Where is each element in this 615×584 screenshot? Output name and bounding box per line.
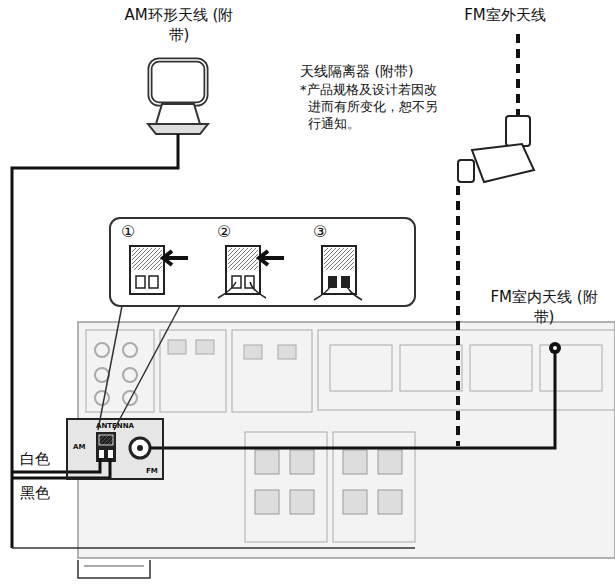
wire-color: 白色 (20, 450, 64, 470)
terminal-heading: ANTENNA (68, 423, 162, 431)
fm-outdoor-cable-lower (456, 186, 460, 446)
panel-base-line (12, 547, 415, 549)
antenna-name: FM室内天线 (附带) (488, 288, 600, 327)
note: *产品规格及设计若因改进而有所变化，恕不另行通知。 (300, 82, 448, 133)
callout-number: ③ (313, 222, 335, 243)
wire-color: 黑色 (20, 484, 64, 504)
am-cable (12, 134, 178, 548)
fm-indoor-antenna-wire (150, 352, 555, 448)
receiver-foot (78, 560, 150, 578)
antenna-terminal-box: ANTENNA AM FM (66, 418, 164, 480)
antenna-name: FM室外天线 (440, 6, 570, 26)
fm-indoor-antenna-tip (549, 342, 561, 354)
terminal-name: AM (73, 444, 85, 452)
fm-outdoor-cable (516, 34, 520, 116)
inset-callout (98, 218, 415, 430)
antenna-isolator (458, 116, 534, 182)
terminal-name: FM (146, 468, 158, 476)
antenna-name: AM环形天线 (附带) (118, 6, 240, 45)
callout-number: ② (217, 222, 239, 243)
part-name: 天线隔离器 (附带) (300, 62, 460, 80)
am-terminal (96, 432, 116, 462)
fm-jack (130, 438, 150, 458)
callout-number: ① (121, 222, 143, 243)
am-loop-antenna (148, 60, 208, 134)
